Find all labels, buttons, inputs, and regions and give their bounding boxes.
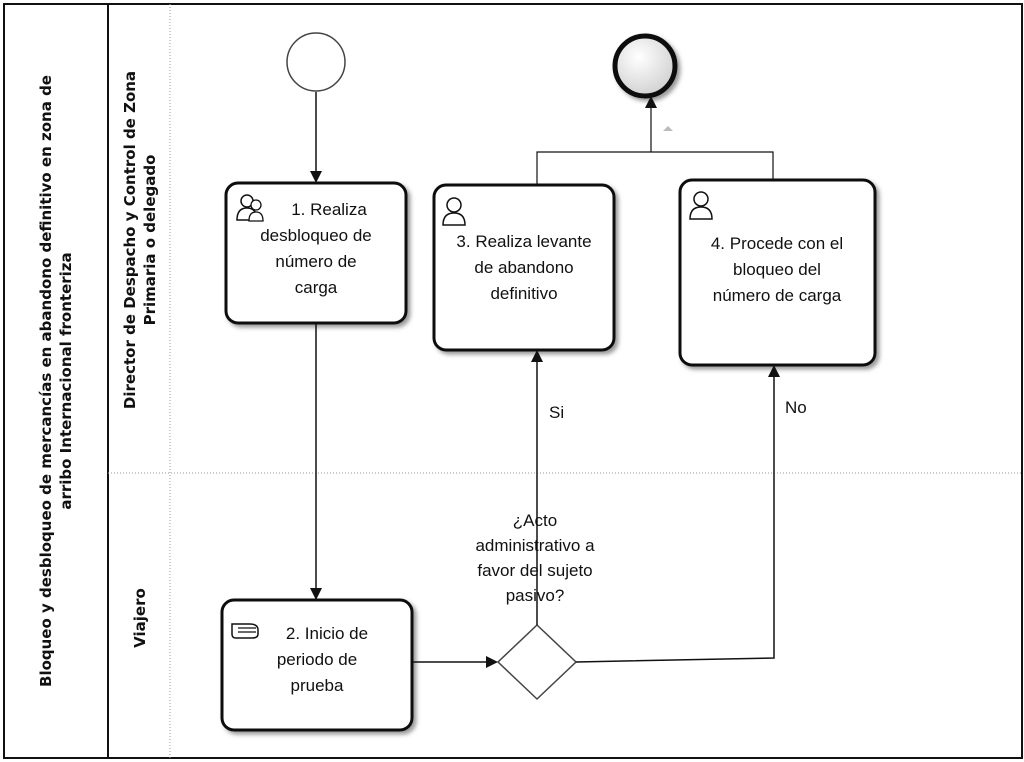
exclusive-gateway[interactable] xyxy=(496,623,578,701)
flow-gateway-to-task4 xyxy=(575,365,780,663)
task-label-line: periodo de xyxy=(276,650,358,669)
gateway-question-line: favor del sujeto xyxy=(477,561,593,580)
pool-border xyxy=(3,3,1023,759)
gateway-question: ¿Acto administrativo a favor del sujeto … xyxy=(440,508,630,608)
task-label-line: 2. Inicio de xyxy=(285,624,369,643)
task-1-label[interactable]: 1. Realiza desbloqueo de número de carga xyxy=(236,197,396,301)
task-2-box[interactable] xyxy=(220,598,414,732)
task-label-line: número de carga xyxy=(712,286,842,305)
flow-label-yes: Si xyxy=(549,403,565,422)
user-task-icon xyxy=(236,194,264,222)
gateway-question-line: ¿Acto xyxy=(512,511,558,530)
end-event[interactable] xyxy=(612,33,678,99)
gateway-question-line: pasivo? xyxy=(505,586,565,605)
task-label-line: 4. Procede con el xyxy=(710,234,844,253)
task-label-line: 1. Realiza xyxy=(291,200,367,219)
task-3-box[interactable] xyxy=(432,183,616,352)
user-task-icon xyxy=(442,197,466,226)
lane-label-line1: Director de Despacho y Control de Zona xyxy=(121,70,139,410)
task-4-label[interactable]: 4. Procede con el bloqueo del número de … xyxy=(682,231,872,309)
task-label-line: desbloqueo de xyxy=(260,226,372,245)
lane-label-director: Director de Despacho y Control de Zona P… xyxy=(120,30,160,450)
start-event[interactable] xyxy=(286,32,346,92)
lane-label-viajero: Viajero xyxy=(130,568,150,668)
task-label-line: número de xyxy=(275,252,357,271)
lane-label-line1: Viajero xyxy=(131,588,149,648)
gateway-question-line: administrativo a xyxy=(475,536,595,555)
task-label-line: 3. Realiza levante xyxy=(456,232,592,251)
pool-title: Bloqueo y desbloqueo de mercancías en ab… xyxy=(36,1,76,761)
lane-label-line2: Primaria o delegado xyxy=(141,154,159,326)
task-label-line: de abandono xyxy=(474,258,574,277)
task-label-line: definitivo xyxy=(490,284,558,303)
task-label-line: prueba xyxy=(290,676,344,695)
task-2-label[interactable]: 2. Inicio de periodo de prueba xyxy=(232,621,402,699)
flow-artifact-mark xyxy=(663,126,673,131)
flow-label-no: No xyxy=(785,398,807,417)
task-1-box[interactable] xyxy=(224,181,408,325)
task-3-label[interactable]: 3. Realiza levante de abandono definitiv… xyxy=(436,229,612,307)
manual-task-icon xyxy=(231,623,259,639)
user-task-icon xyxy=(689,191,713,220)
pool-title-line2: arribo Internacional fronteriza xyxy=(57,252,75,510)
flow-merge-to-end xyxy=(536,151,774,185)
task-label-line: bloqueo del xyxy=(733,260,821,279)
task-label-line: carga xyxy=(294,278,338,297)
pool-title-line1: Bloqueo y desbloqueo de mercancías en ab… xyxy=(37,75,55,687)
